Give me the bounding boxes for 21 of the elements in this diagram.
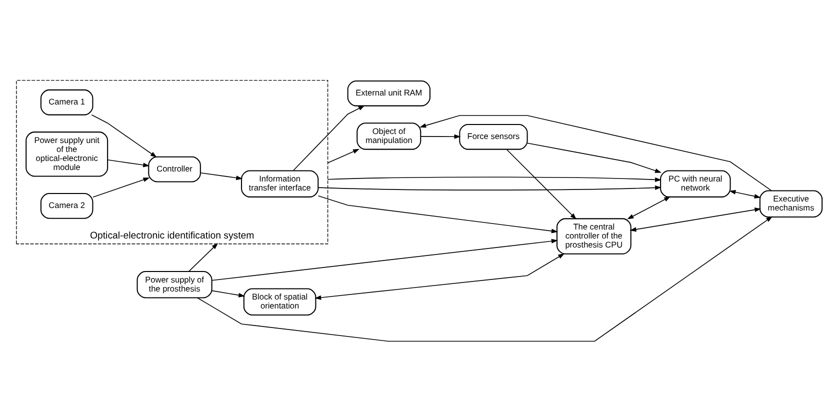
arrow <box>212 238 558 281</box>
arrow <box>211 290 246 298</box>
arrow <box>293 105 365 171</box>
arrow <box>318 185 662 190</box>
arrow <box>327 148 360 164</box>
arrow <box>420 134 461 139</box>
arrow <box>188 243 218 272</box>
arrow <box>729 190 761 198</box>
arrow <box>627 196 671 220</box>
arrow <box>197 216 773 342</box>
arrow <box>92 178 150 198</box>
arrow <box>107 159 150 168</box>
arrow <box>327 176 662 182</box>
arrow <box>527 142 662 173</box>
arrow <box>318 195 558 234</box>
arrow <box>314 253 565 300</box>
arrow <box>420 115 772 191</box>
arrow <box>506 149 576 220</box>
arrow <box>630 208 762 232</box>
arrow <box>200 172 243 180</box>
arrow <box>91 114 157 158</box>
